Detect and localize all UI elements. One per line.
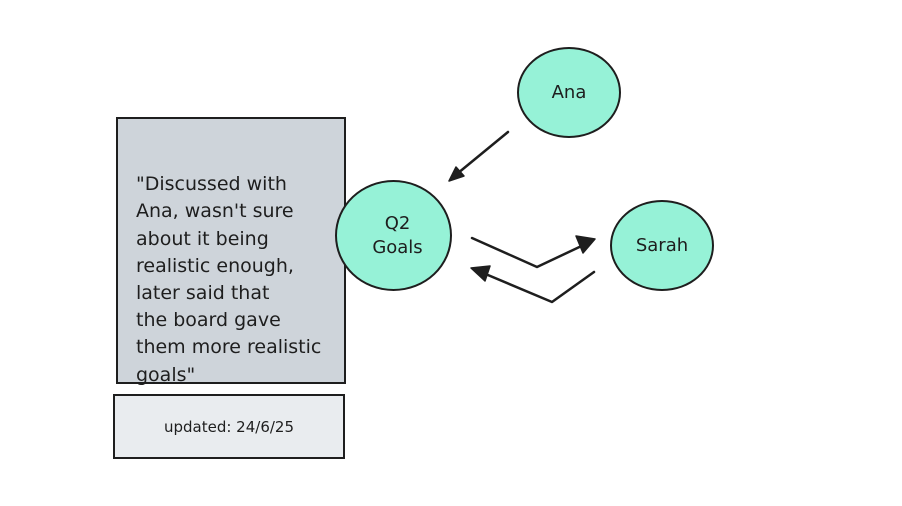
arrowhead-ana-to-q2 <box>448 166 465 182</box>
node-ana-label: Ana <box>551 81 587 103</box>
arrowhead-sarah-to-q2 <box>470 265 491 282</box>
node-q2-goals[interactable]: Q2 Goals <box>335 180 452 291</box>
arrow-sarah-to-q2 <box>474 268 596 304</box>
quote-note[interactable]: "Discussed with Ana, wasn't sure about i… <box>116 117 346 386</box>
arrow-q2-to-sarah <box>470 236 592 269</box>
updated-note[interactable]: updated: 24/6/25 <box>113 394 345 459</box>
arrow-ana-to-q2 <box>450 130 510 180</box>
node-sarah[interactable]: Sarah <box>610 200 714 291</box>
node-ana[interactable]: Ana <box>517 47 621 138</box>
updated-note-text: updated: 24/6/25 <box>163 417 295 436</box>
node-sarah-label: Sarah <box>635 234 689 256</box>
arrowhead-q2-to-sarah <box>575 235 596 254</box>
node-q2-goals-label: Q2 Goals <box>372 212 423 258</box>
quote-note-text: "Discussed with Ana, wasn't sure about i… <box>136 173 322 386</box>
